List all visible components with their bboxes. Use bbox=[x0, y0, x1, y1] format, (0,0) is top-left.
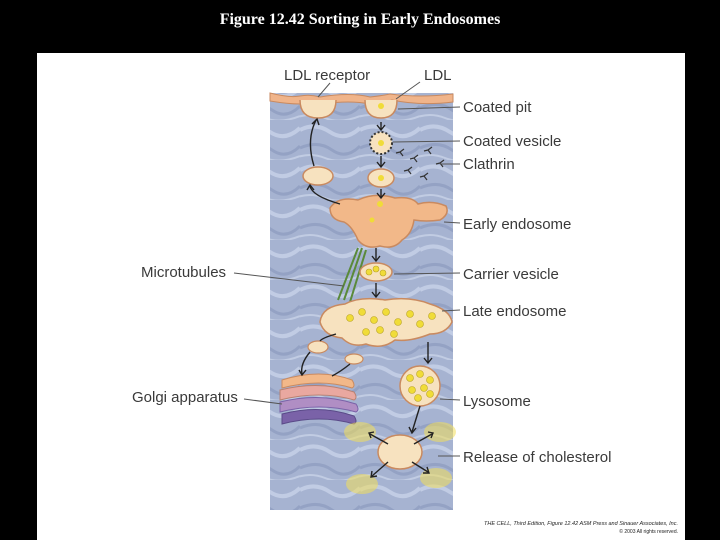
label-microtubules: Microtubules bbox=[141, 264, 226, 281]
label-late-endosome: Late endosome bbox=[463, 303, 566, 320]
figure-credit-line2: © 2003 All rights reserved. bbox=[619, 528, 678, 535]
label-coated-pit: Coated pit bbox=[463, 99, 532, 116]
label-lysosome: Lysosome bbox=[463, 393, 531, 410]
transport-vesicle bbox=[308, 341, 328, 353]
recycling-vesicle bbox=[303, 167, 333, 185]
figure-credit-line1: THE CELL, Third Edition, Figure 12.42 AS… bbox=[484, 521, 678, 527]
ldl-particle bbox=[370, 218, 375, 223]
ldl-particle bbox=[378, 103, 384, 109]
label-clathrin: Clathrin bbox=[463, 156, 515, 173]
label-carrier-vesicle: Carrier vesicle bbox=[463, 266, 559, 283]
label-coated-vesicle: Coated vesicle bbox=[463, 133, 561, 150]
label-ldl-receptor: LDL receptor bbox=[284, 67, 370, 84]
label-early-endosome: Early endosome bbox=[463, 216, 571, 233]
transport-vesicle bbox=[345, 354, 363, 364]
ldl-particle bbox=[378, 140, 384, 146]
label-ldl: LDL bbox=[424, 67, 452, 84]
label-release-of-cholesterol: Release of cholesterol bbox=[463, 449, 611, 466]
coated-pit-left bbox=[300, 100, 336, 118]
label-golgi-apparatus: Golgi apparatus bbox=[132, 389, 238, 406]
ldl-particle bbox=[377, 201, 383, 207]
ldl-particle bbox=[378, 175, 384, 181]
